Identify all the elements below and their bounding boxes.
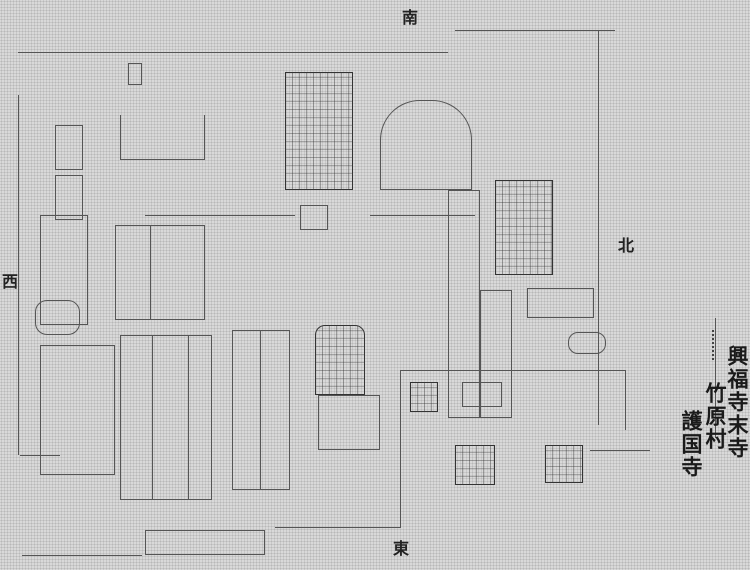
hall bbox=[120, 335, 212, 500]
inscription-village: 竹原村 bbox=[703, 382, 728, 451]
building bbox=[480, 290, 512, 418]
boundary-line bbox=[625, 370, 626, 430]
hall-partition bbox=[152, 335, 153, 500]
building bbox=[55, 125, 83, 170]
gate-structure bbox=[300, 205, 328, 230]
boundary-line bbox=[715, 318, 716, 438]
boundary-line bbox=[400, 370, 401, 528]
building bbox=[40, 215, 88, 325]
shrine bbox=[462, 382, 502, 407]
boundary-line bbox=[455, 30, 615, 31]
inscription-temple-name: 護国寺 bbox=[679, 410, 704, 479]
boundary-line bbox=[18, 95, 19, 455]
building bbox=[40, 345, 115, 475]
building bbox=[318, 395, 380, 450]
direction-east-label: 東 bbox=[393, 539, 410, 558]
pagoda bbox=[495, 180, 553, 275]
fence-marker bbox=[712, 330, 719, 360]
direction-south-label: 南 bbox=[402, 8, 419, 27]
shrine bbox=[545, 445, 583, 483]
path-line bbox=[370, 215, 475, 216]
hall bbox=[232, 330, 290, 490]
building bbox=[35, 300, 80, 335]
hall-partition bbox=[188, 335, 189, 500]
main-temple-complex bbox=[285, 72, 353, 190]
small-shrine bbox=[128, 63, 142, 85]
boundary-line bbox=[590, 450, 650, 451]
hall-partition bbox=[260, 330, 261, 490]
direction-north-label: 北 bbox=[618, 236, 635, 255]
building bbox=[448, 190, 480, 418]
hall-partition bbox=[150, 225, 151, 320]
round-hall bbox=[380, 100, 472, 190]
path-line bbox=[145, 215, 295, 216]
main-hall bbox=[315, 325, 365, 395]
south-boundary-line bbox=[22, 555, 142, 556]
boundary-line bbox=[598, 30, 599, 425]
building bbox=[527, 288, 594, 318]
direction-west-label: 西 bbox=[2, 272, 19, 291]
hall bbox=[115, 225, 205, 320]
boundary-line bbox=[275, 527, 400, 528]
building bbox=[55, 175, 83, 220]
courtyard-building bbox=[120, 115, 205, 160]
inscription-temple-affiliation: 興福寺末寺 bbox=[725, 345, 750, 460]
shrine bbox=[455, 445, 495, 485]
gate bbox=[568, 332, 606, 354]
shrine bbox=[410, 382, 438, 412]
north-boundary-line bbox=[18, 52, 448, 53]
boundary-line bbox=[400, 370, 625, 371]
storehouse bbox=[145, 530, 265, 555]
